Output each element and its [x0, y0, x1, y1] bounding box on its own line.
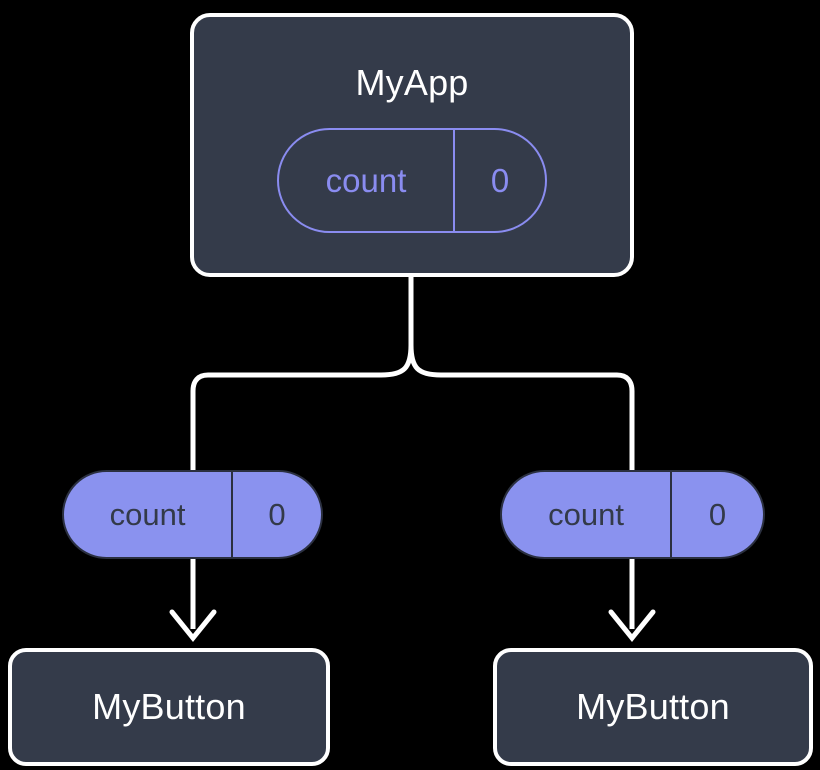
state-pill-value: 0 — [453, 130, 545, 231]
prop-pill-left-count[interactable]: count 0 — [62, 470, 323, 559]
component-node-myapp[interactable]: MyApp — [190, 13, 634, 277]
edge-myapp-to-left-prop — [190, 274, 414, 473]
state-pill-key: count — [325, 162, 407, 199]
prop-pill-value: 0 — [231, 472, 321, 557]
prop-pill-right-count[interactable]: count 0 — [500, 470, 765, 559]
component-node-mybutton-right[interactable]: MyButton — [493, 648, 813, 766]
prop-pill-value: 0 — [670, 472, 763, 557]
prop-pill-key: count — [109, 497, 186, 532]
arrowhead-right-button — [608, 609, 656, 642]
prop-pill-key: count — [548, 497, 624, 532]
component-title-mybutton-right: MyButton — [576, 686, 730, 727]
component-title-mybutton-left: MyButton — [92, 686, 246, 727]
arrowhead-left-button — [169, 609, 217, 642]
component-node-mybutton-left[interactable]: MyButton — [8, 648, 330, 766]
edge-myapp-to-right-prop — [408, 274, 635, 473]
component-title-myapp: MyApp — [355, 62, 469, 103]
state-pill-myapp-count[interactable]: count 0 — [277, 128, 547, 233]
